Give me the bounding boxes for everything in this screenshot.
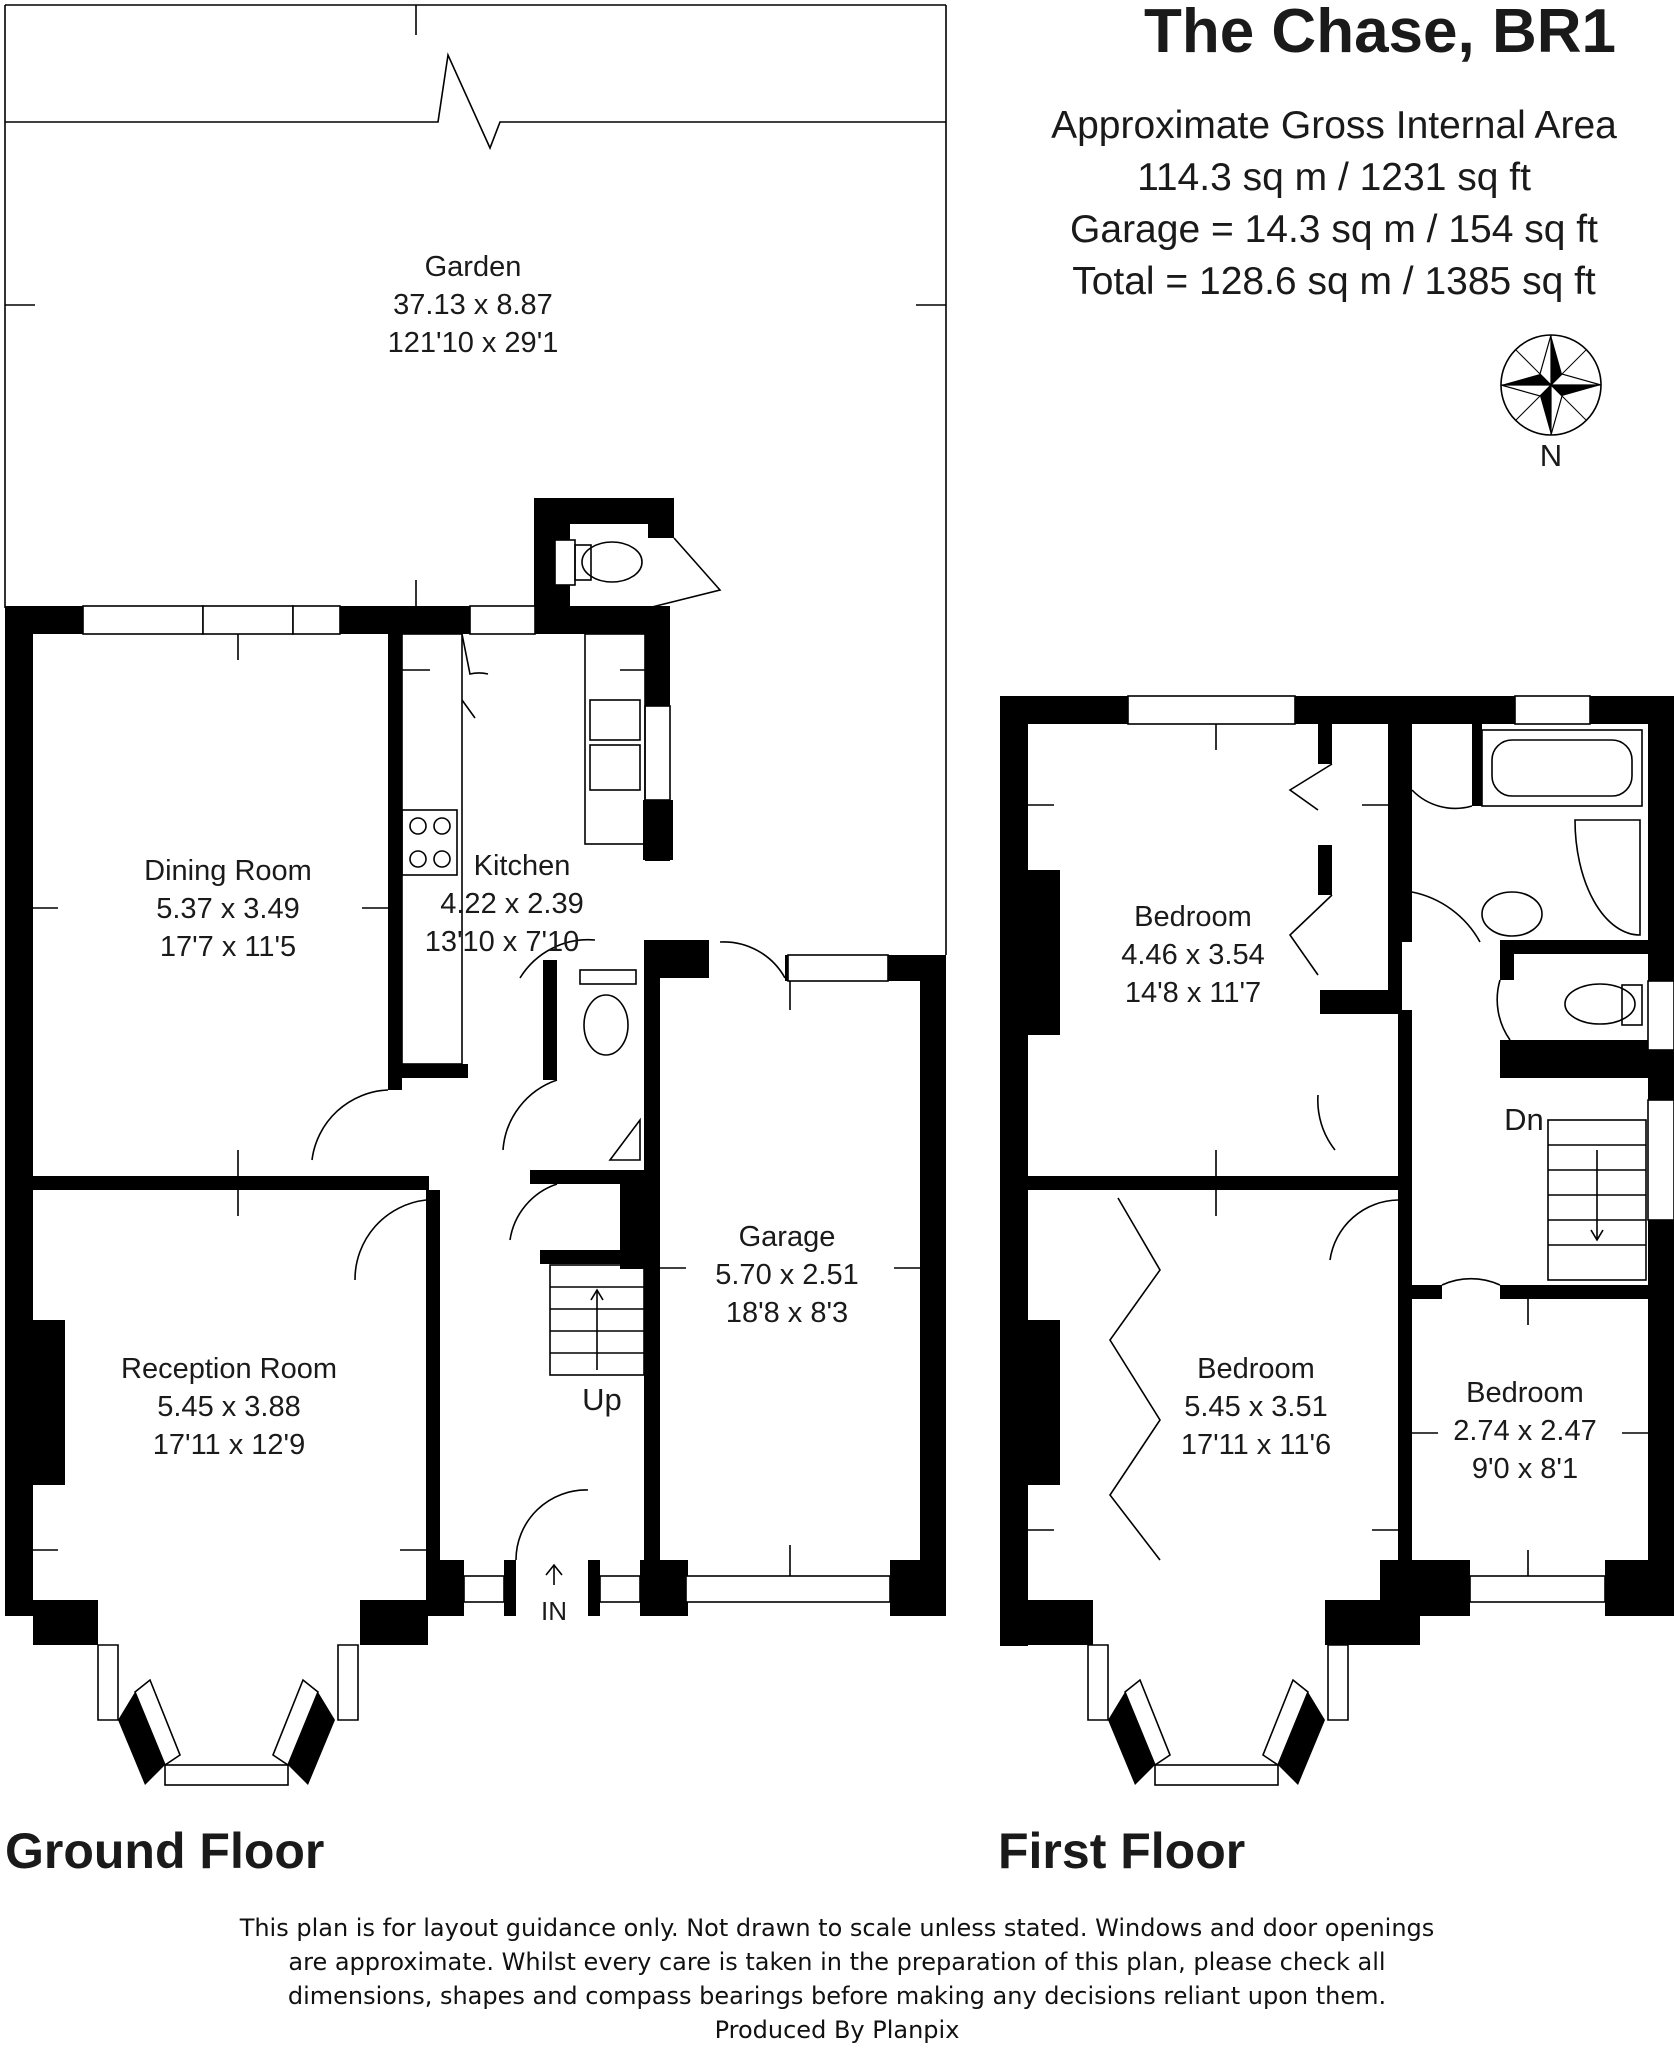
bedroom-2-name: Bedroom <box>1197 1353 1315 1385</box>
garage-imperial: 18'8 x 8'3 <box>726 1297 848 1329</box>
reception-room-name: Reception Room <box>121 1353 337 1385</box>
property-title: The Chase, BR1 <box>1144 0 1616 66</box>
first-floor-windows <box>1087 695 1674 1786</box>
stairs-up-label: Up <box>582 1382 622 1417</box>
garden-metric: 37.13 x 8.87 <box>393 289 553 321</box>
bedroom-1-name: Bedroom <box>1134 901 1252 933</box>
kitchen-metric: 4.22 x 2.39 <box>440 888 584 920</box>
area-main: 114.3 sq m / 1231 sq ft <box>1137 156 1531 199</box>
reception-room-imperial: 17'11 x 12'9 <box>153 1429 305 1461</box>
bedroom-1-imperial: 14'8 x 11'7 <box>1125 977 1261 1009</box>
garage-metric: 5.70 x 2.51 <box>715 1259 859 1291</box>
ground-floor-windows <box>82 539 891 1786</box>
first-floor-label: First Floor <box>998 1823 1245 1879</box>
first-floor-walls <box>1000 696 1674 1785</box>
bedroom-3-imperial: 9'0 x 8'1 <box>1472 1453 1578 1485</box>
bedroom-1-metric: 4.46 x 3.54 <box>1121 939 1265 971</box>
ground-doors <box>311 938 786 1585</box>
reception-room-metric: 5.45 x 3.88 <box>157 1391 301 1423</box>
first-floor-fixtures-icon <box>1109 729 1643 1561</box>
garden-imperial: 121'10 x 29'1 <box>388 327 559 359</box>
kitchen-imperial: 13'10 x 7'10 <box>425 926 580 958</box>
producer-credit: Produced By Planpix <box>715 2016 960 2044</box>
dining-room-metric: 5.37 x 3.49 <box>156 893 300 925</box>
stairs-down-label: Dn <box>1504 1102 1544 1137</box>
entrance-label: IN <box>541 1596 567 1626</box>
bedroom-3-metric: 2.74 x 2.47 <box>1453 1415 1597 1447</box>
wc-annex-toilet-icon <box>574 537 722 609</box>
area-total: Total = 128.6 sq m / 1385 sq ft <box>1072 260 1596 303</box>
first-stairs-icon <box>1547 1119 1647 1281</box>
garden-name: Garden <box>425 251 522 283</box>
bedroom-3-name: Bedroom <box>1466 1377 1584 1409</box>
dining-room-name: Dining Room <box>144 855 312 887</box>
dining-room-imperial: 17'7 x 11'5 <box>160 931 296 963</box>
ground-floor-label: Ground Floor <box>5 1823 324 1879</box>
first-dimension-arrows <box>1028 724 1648 1576</box>
compass-icon <box>1500 334 1602 436</box>
compass-north-label: N <box>1540 438 1562 473</box>
disclaimer-line-2: are approximate. Whilst every care is ta… <box>288 1948 1385 1976</box>
disclaimer-line-1: This plan is for layout guidance only. N… <box>239 1914 1435 1942</box>
kitchen-name: Kitchen <box>474 850 571 882</box>
garage-name: Garage <box>739 1221 836 1253</box>
area-garage: Garage = 14.3 sq m / 154 sq ft <box>1070 208 1598 251</box>
bedroom-2-imperial: 17'11 x 11'6 <box>1181 1429 1331 1461</box>
disclaimer-line-3: dimensions, shapes and compass bearings … <box>288 1982 1386 2010</box>
cloakroom-fixtures-icon <box>502 969 641 1241</box>
area-heading: Approximate Gross Internal Area <box>1051 104 1617 147</box>
bedroom-2-metric: 5.45 x 3.51 <box>1184 1391 1328 1423</box>
kitchen-fixtures <box>401 633 646 1065</box>
ground-stairs-icon <box>549 1264 645 1376</box>
ground-dimension-arrows <box>33 634 920 1576</box>
garden-outline <box>4 4 947 955</box>
